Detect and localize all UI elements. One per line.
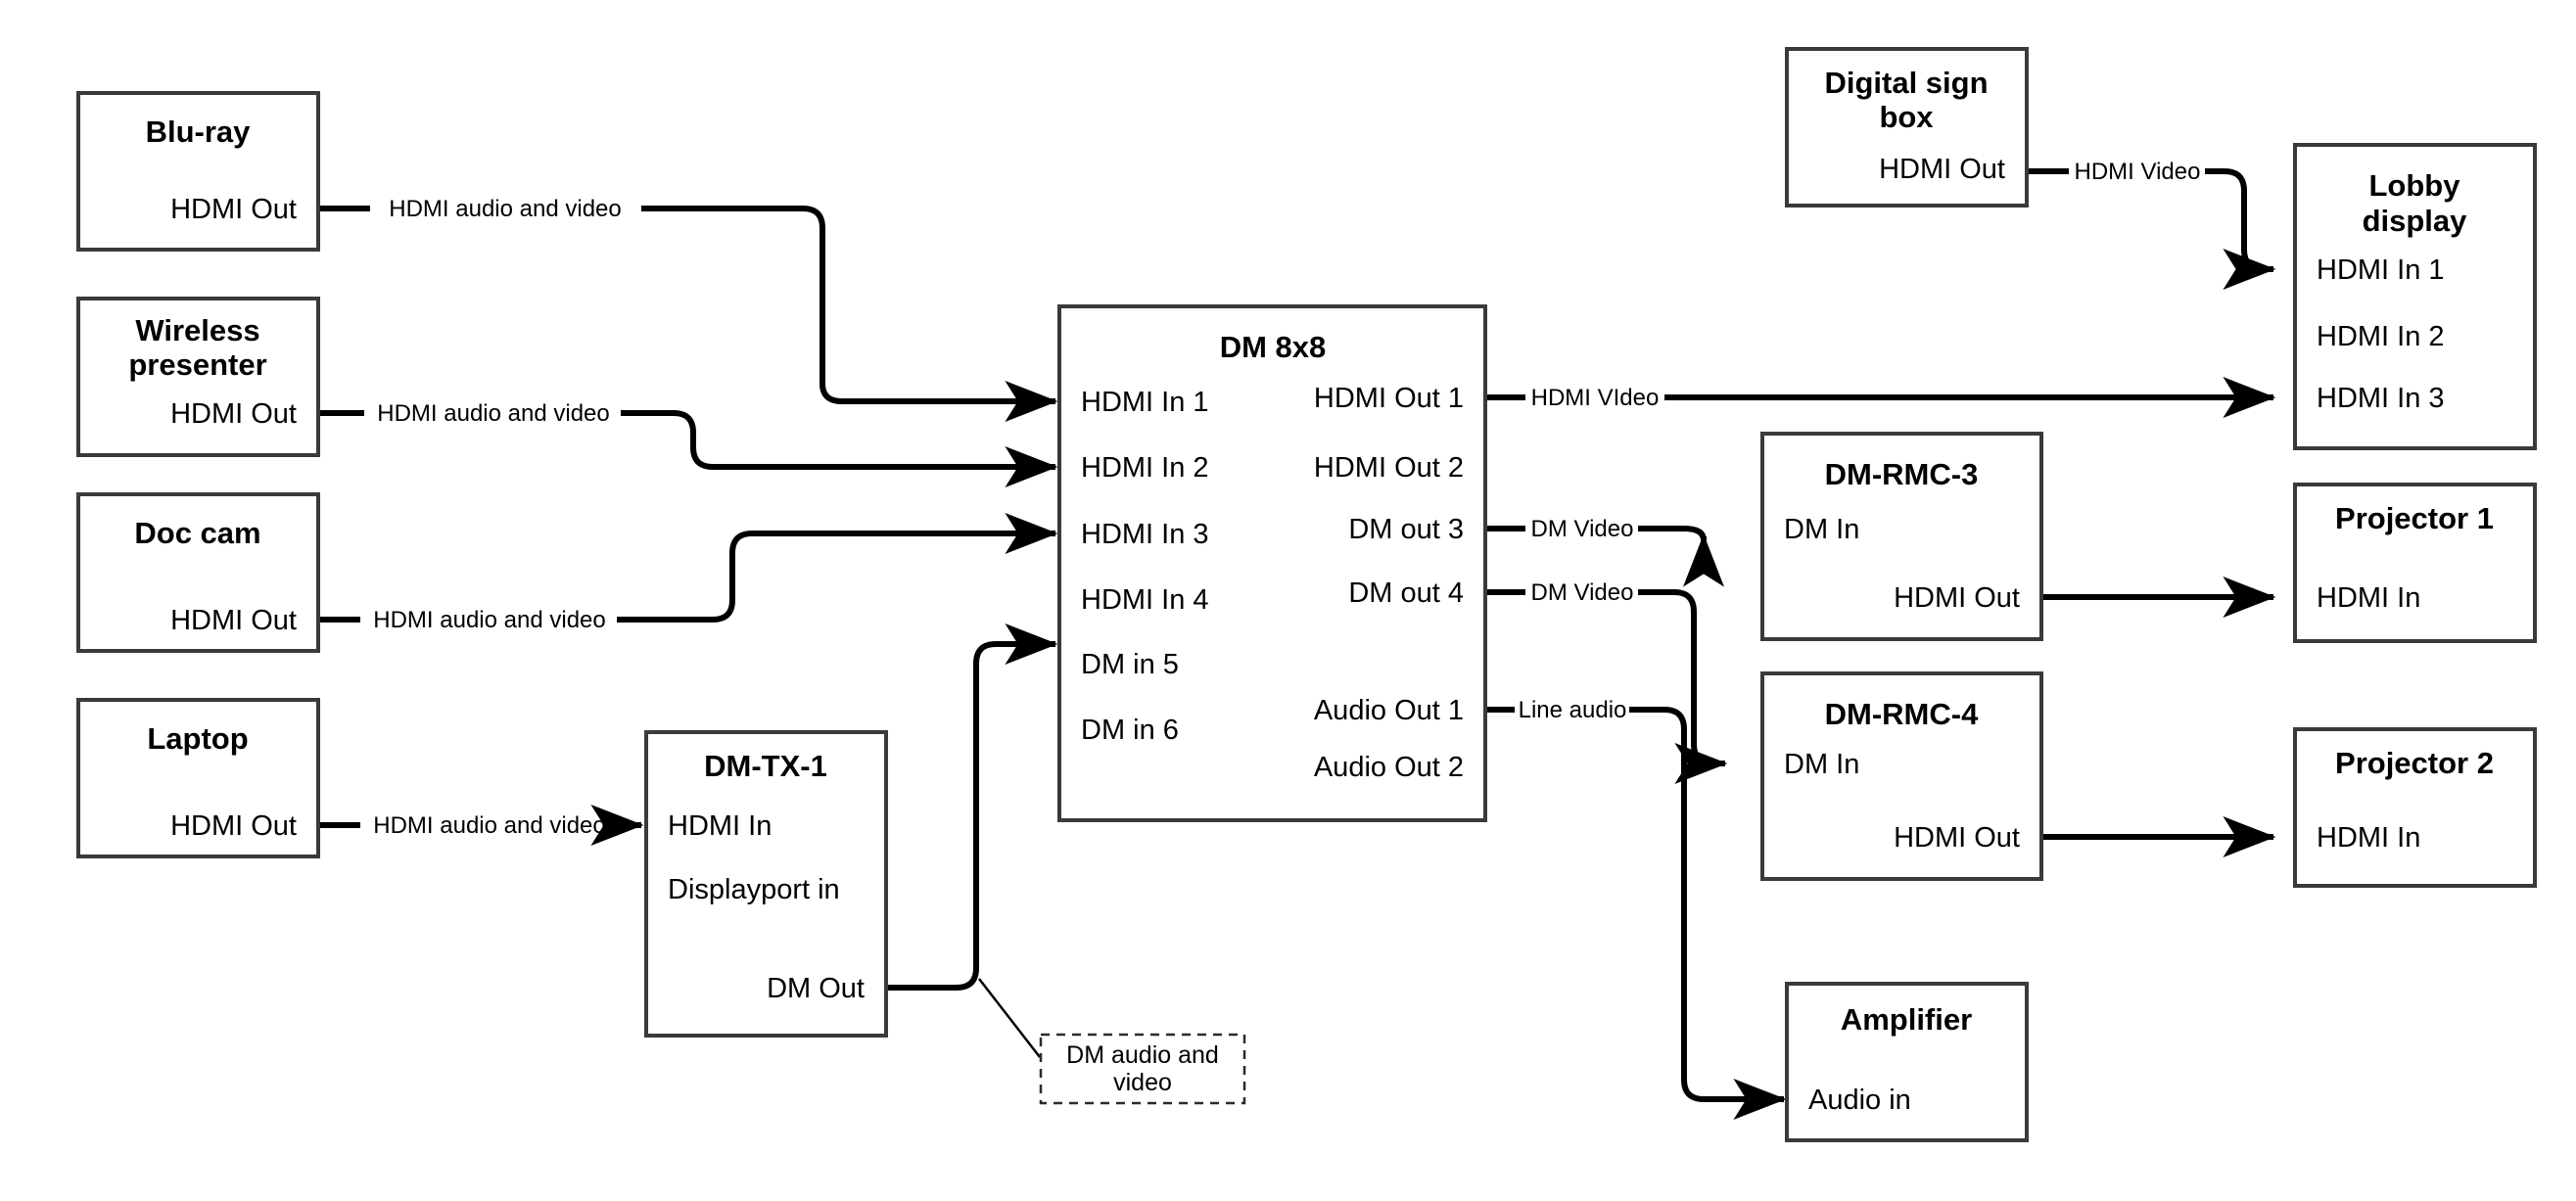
node-wireless-presenter-title-line1: Wireless <box>135 313 259 347</box>
node-dm-8x8-box[interactable] <box>1057 304 1487 822</box>
port-doc-cam-hdmi-out: HDMI Out <box>170 605 297 636</box>
edge-hdmi-out-1-to-lobby-3: HDMI VIdeo <box>1481 377 2276 418</box>
port-dm-8x8-audio-out-1: Audio Out 1 <box>1314 695 1464 726</box>
port-digital-sign-box-hdmi-out: HDMI Out <box>1879 154 2005 185</box>
port-dm-8x8-audio-out-2: Audio Out 2 <box>1314 752 1464 783</box>
edge-audio-out-1-to-amplifier: Line audio <box>1481 697 1787 1120</box>
node-projector-2-box[interactable] <box>2293 727 2537 888</box>
node-dm-rmc-4-title: DM-RMC-4 <box>1825 697 1979 731</box>
port-blu-ray-hdmi-out: HDMI Out <box>170 194 297 225</box>
edge-dm-out-4-to-rmc-4: DM Video <box>1481 579 1728 784</box>
node-dm-rmc-4-box[interactable] <box>1760 671 2043 881</box>
edge-wireless-to-dm-in-2: HDMI audio and video <box>318 400 1058 487</box>
annotation-dm-audio-and-video: DM audio and video <box>1039 1033 1246 1105</box>
port-dm-8x8-hdmi-in-4: HDMI In 4 <box>1081 584 1209 616</box>
port-dm-8x8-dm-out-3: DM out 3 <box>1348 514 1464 545</box>
edge-doc-cam-to-dm-in-3: HDMI audio and video <box>318 513 1058 633</box>
edge-label-wireless: HDMI audio and video <box>377 400 609 427</box>
annotation-dm-audio-and-video-box <box>1039 1033 1246 1105</box>
annotation-dm-audio-and-video-line1: DM audio and <box>1066 1041 1219 1069</box>
node-wireless-presenter[interactable]: Wireless presenter HDMI Out <box>76 297 320 457</box>
port-dm-8x8-dm-in-6: DM in 6 <box>1081 715 1179 746</box>
node-wireless-presenter-box[interactable] <box>76 297 320 457</box>
node-dm-rmc-3[interactable]: DM-RMC-3 DM In HDMI Out <box>1760 432 2043 641</box>
port-projector-1-hdmi-in: HDMI In <box>2317 582 2420 614</box>
edge-sign-box-to-lobby-1: HDMI Video <box>2027 159 2276 290</box>
edge-label-sign-box: HDMI Video <box>2075 159 2201 185</box>
edge-laptop-to-dm-tx-1: HDMI audio and video <box>318 805 644 846</box>
edge-dm-tx-1-to-dm-in-5 <box>883 624 1058 1058</box>
node-dm-rmc-3-box[interactable] <box>1760 432 2043 641</box>
node-wireless-presenter-title-line2: presenter <box>128 347 266 382</box>
port-dm-8x8-hdmi-in-2: HDMI In 2 <box>1081 452 1209 484</box>
port-projector-2-hdmi-in: HDMI In <box>2317 822 2420 854</box>
node-projector-1-title: Projector 1 <box>2335 501 2494 535</box>
edge-blu-ray-to-dm-in-1: HDMI audio and video <box>318 196 1058 422</box>
port-dm-tx-1-hdmi-in: HDMI In <box>668 810 772 842</box>
node-laptop[interactable]: Laptop HDMI Out <box>76 698 320 858</box>
edge-label-dm-out-4: DM Video <box>1531 579 1634 606</box>
node-dm-tx-1[interactable]: DM-TX-1 HDMI In Displayport in DM Out <box>644 730 888 1038</box>
port-dm-8x8-dm-in-5: DM in 5 <box>1081 649 1179 680</box>
port-dm-rmc-3-hdmi-out: HDMI Out <box>1894 582 2020 614</box>
edge-dm-out-3-to-rmc-3: DM Video <box>1481 516 1724 587</box>
node-lobby-display[interactable]: Lobby display HDMI In 1 HDMI In 2 HDMI I… <box>2293 143 2537 450</box>
node-projector-2-title: Projector 2 <box>2335 746 2494 780</box>
node-projector-1-box[interactable] <box>2293 483 2537 643</box>
node-lobby-display-title-line2: display <box>2363 204 2468 238</box>
port-dm-tx-1-displayport-in: Displayport in <box>668 874 840 905</box>
node-projector-2[interactable]: Projector 2 HDMI In <box>2293 727 2537 888</box>
node-blu-ray-box[interactable] <box>76 91 320 252</box>
port-dm-8x8-hdmi-in-1: HDMI In 1 <box>1081 387 1209 418</box>
edge-label-blu-ray: HDMI audio and video <box>389 196 621 222</box>
node-digital-sign-box-box[interactable] <box>1785 47 2029 208</box>
node-dm-tx-1-box[interactable] <box>644 730 888 1038</box>
node-digital-sign-box-title-line1: Digital sign <box>1824 66 1988 100</box>
port-lobby-display-hdmi-in-3: HDMI In 3 <box>2317 383 2445 414</box>
edge-label-laptop: HDMI audio and video <box>373 812 605 839</box>
node-dm-rmc-3-title: DM-RMC-3 <box>1825 457 1979 491</box>
node-doc-cam-box[interactable] <box>76 492 320 653</box>
node-amplifier-box[interactable] <box>1785 982 2029 1142</box>
node-digital-sign-box-title-line2: box <box>1879 100 1934 134</box>
annotation-dm-audio-and-video-line2: video <box>1113 1069 1172 1096</box>
port-wireless-presenter-hdmi-out: HDMI Out <box>170 398 297 430</box>
node-dm-8x8[interactable]: DM 8x8 HDMI In 1 HDMI In 2 HDMI In 3 HDM… <box>1057 304 1487 822</box>
node-lobby-display-box[interactable] <box>2293 143 2537 450</box>
port-dm-rmc-4-dm-in: DM In <box>1784 749 1859 780</box>
port-dm-8x8-hdmi-in-3: HDMI In 3 <box>1081 519 1209 550</box>
node-lobby-display-title-line1: Lobby <box>2369 168 2461 203</box>
port-dm-tx-1-dm-out: DM Out <box>767 973 865 1004</box>
port-dm-8x8-dm-out-4: DM out 4 <box>1348 577 1464 609</box>
node-amplifier[interactable]: Amplifier Audio in <box>1785 982 2029 1142</box>
node-laptop-title: Laptop <box>147 721 248 756</box>
node-dm-tx-1-title: DM-TX-1 <box>704 749 827 783</box>
port-amplifier-audio-in: Audio in <box>1808 1085 1911 1116</box>
node-dm-rmc-4[interactable]: DM-RMC-4 DM In HDMI Out <box>1760 671 2043 881</box>
port-dm-8x8-hdmi-out-1: HDMI Out 1 <box>1314 383 1464 414</box>
node-doc-cam-title: Doc cam <box>134 516 260 550</box>
node-laptop-box[interactable] <box>76 698 320 858</box>
edge-label-doc-cam: HDMI audio and video <box>373 607 605 633</box>
port-dm-8x8-hdmi-out-2: HDMI Out 2 <box>1314 452 1464 484</box>
edge-label-audio-out-1: Line audio <box>1519 697 1627 723</box>
port-lobby-display-hdmi-in-1: HDMI In 1 <box>2317 254 2445 286</box>
port-lobby-display-hdmi-in-2: HDMI In 2 <box>2317 321 2445 352</box>
node-dm-8x8-title: DM 8x8 <box>1220 330 1327 364</box>
node-projector-1[interactable]: Projector 1 HDMI In <box>2293 483 2537 643</box>
annotation-leader-line <box>978 978 1041 1058</box>
edge-label-dm-out-3: DM Video <box>1531 516 1634 542</box>
node-digital-sign-box[interactable]: Digital sign box HDMI Out <box>1785 47 2029 208</box>
edge-label-hdmi-out-1: HDMI VIdeo <box>1531 385 1660 411</box>
port-dm-rmc-3-dm-in: DM In <box>1784 514 1859 545</box>
node-amplifier-title: Amplifier <box>1841 1002 1972 1037</box>
port-dm-rmc-4-hdmi-out: HDMI Out <box>1894 822 2020 854</box>
node-blu-ray[interactable]: Blu-ray HDMI Out <box>76 91 320 252</box>
node-blu-ray-title: Blu-ray <box>146 115 252 149</box>
node-doc-cam[interactable]: Doc cam HDMI Out <box>76 492 320 653</box>
port-laptop-hdmi-out: HDMI Out <box>170 810 297 842</box>
